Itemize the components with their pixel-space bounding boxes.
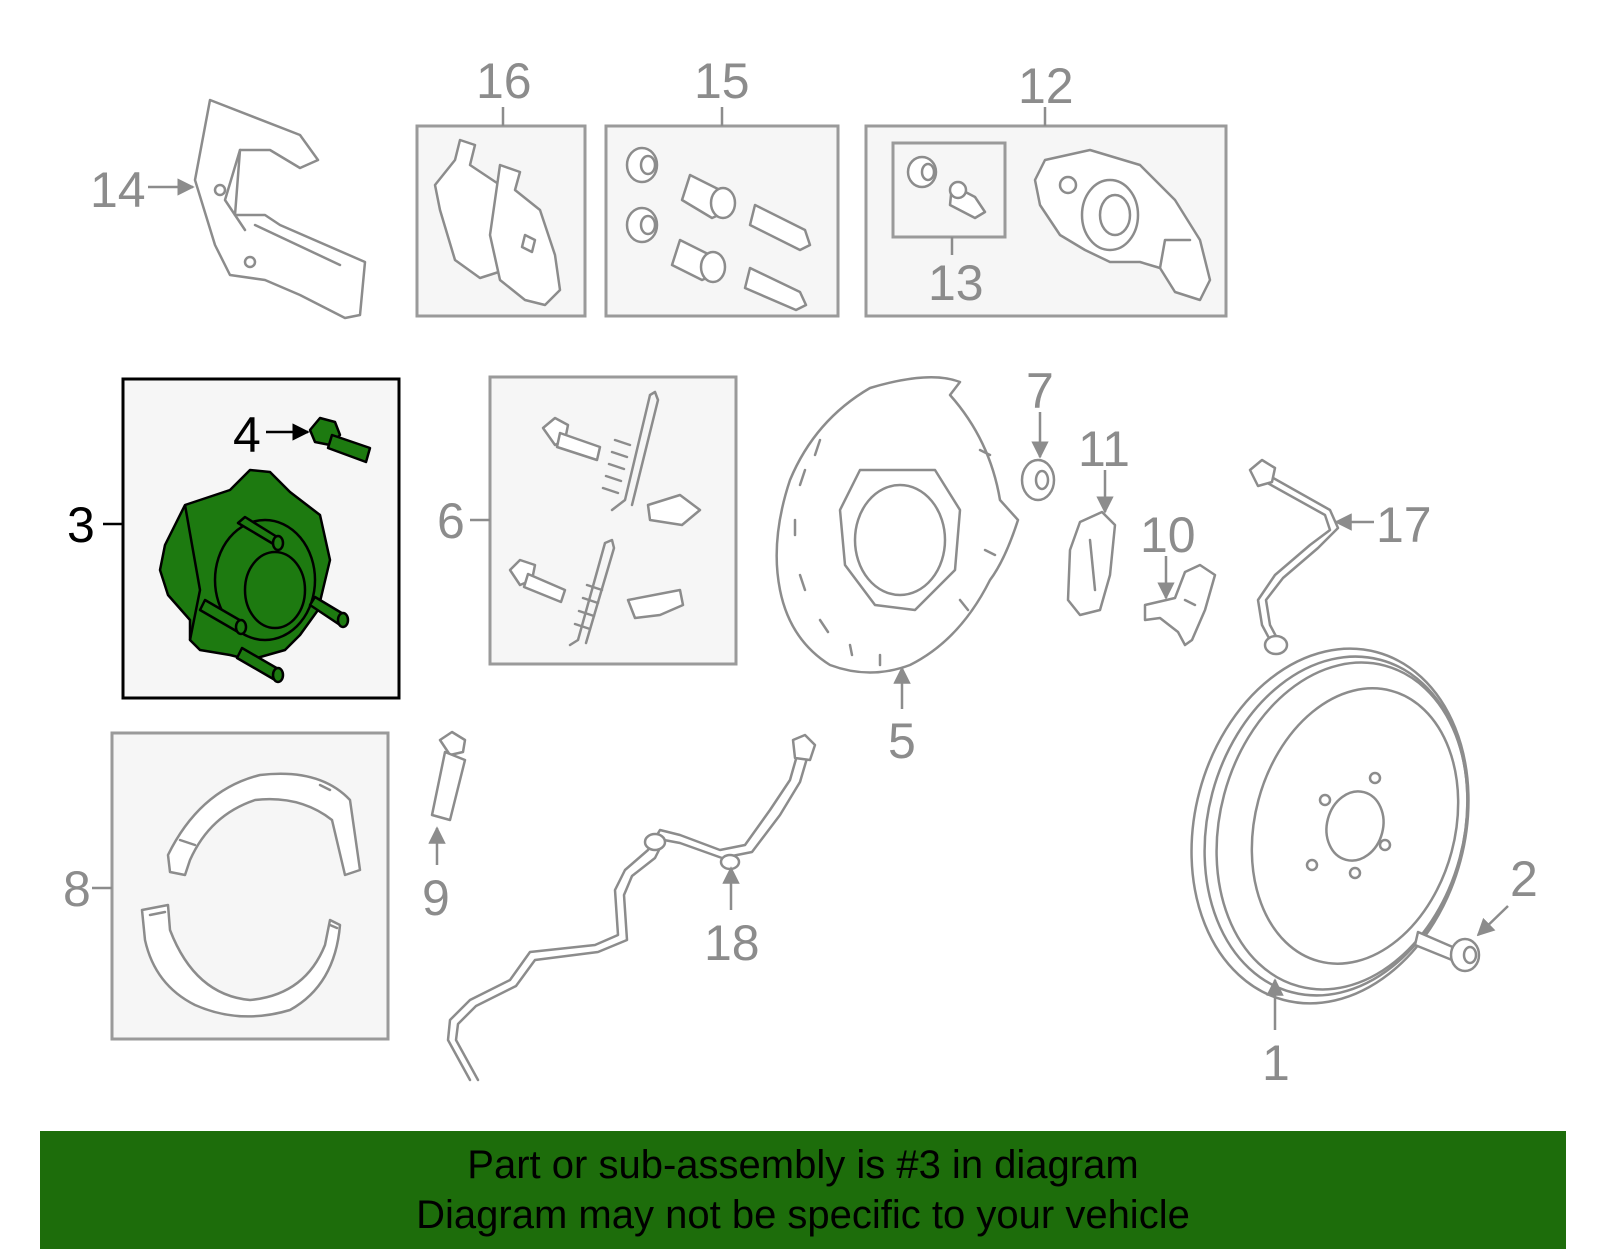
part-5-backing-plate[interactable] [775,375,1020,674]
part-3-wheel-hub[interactable] [158,468,350,684]
part-17-brake-hose[interactable] [1248,458,1340,656]
part-8-parking-shoes [140,772,362,1018]
label-12: 12 [1018,58,1074,114]
label-14: 14 [90,162,146,218]
part-10-clip[interactable] [1143,563,1217,647]
part-16-brake-pads [433,138,562,307]
label-4: 4 [233,407,261,463]
part-6-box[interactable] [488,375,738,666]
part-14-caliper-bracket[interactable] [193,98,367,320]
label-10: 10 [1140,507,1196,563]
label-6: 6 [437,493,465,549]
label-7: 7 [1026,363,1054,419]
label-9: 9 [422,870,450,926]
label-16: 16 [476,53,532,109]
banner-line-1: Part or sub-assembly is #3 in diagram [467,1143,1139,1187]
part-9-sensor[interactable] [430,730,467,822]
part-11-pad[interactable] [1066,510,1117,617]
part-7-washer[interactable] [1020,458,1056,502]
label-2: 2 [1510,851,1538,907]
info-banner: Part or sub-assembly is #3 in diagram Di… [40,1131,1566,1249]
banner-line-2: Diagram may not be specific to your vehi… [416,1193,1190,1237]
label-17: 17 [1376,497,1432,553]
part-18-abs-sensor[interactable] [446,733,817,1082]
label-1: 1 [1262,1035,1290,1091]
part-2-rotor-bolt[interactable] [1413,930,1481,973]
part-6-hardware [508,390,702,647]
part-12-caliper [1033,148,1212,302]
part-4-hub-bolt[interactable] [308,416,372,464]
label-5: 5 [888,713,916,769]
part-1-brake-rotor[interactable] [1153,617,1507,1035]
label-3: 3 [67,497,95,553]
part-13-bleeder [906,155,987,220]
label-11: 11 [1078,421,1130,477]
label-13: 13 [928,255,984,311]
label-15: 15 [694,53,750,109]
part-15-guide-pins [625,146,812,312]
label-18: 18 [704,915,760,971]
label-8: 8 [63,861,91,917]
leader-2 [1476,905,1509,937]
